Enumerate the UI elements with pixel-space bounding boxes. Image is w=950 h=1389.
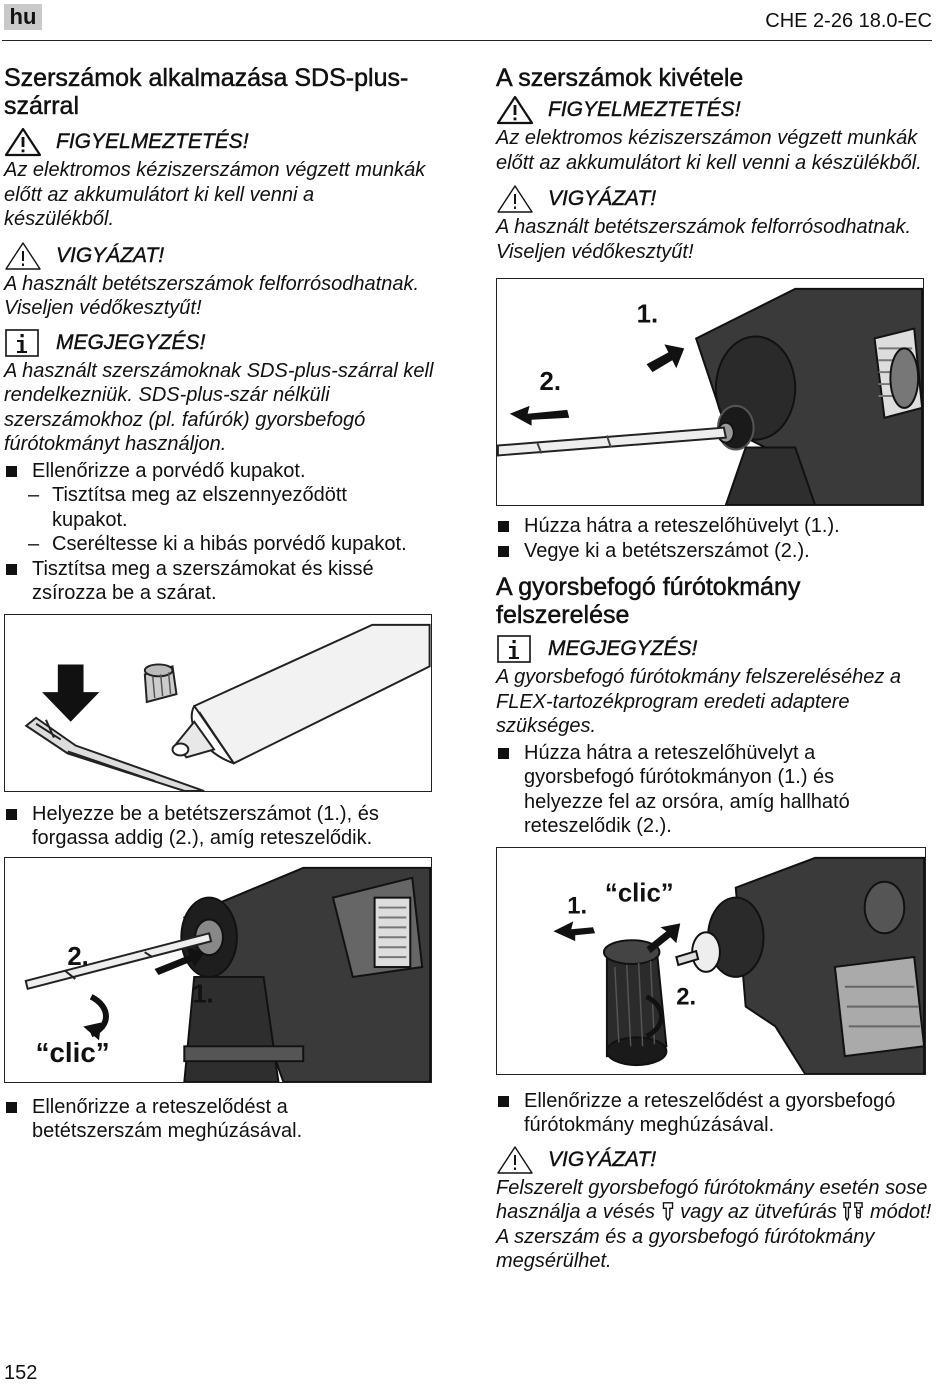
- fig-step-2-label: 2.: [676, 983, 696, 1010]
- fig-clic-label: “clic”: [605, 879, 674, 907]
- bullet-check-chuck: Ellenőrizze a reteszelődést a gyorsbefog…: [496, 1089, 926, 1138]
- info-icon: [5, 328, 39, 357]
- fig-step-2-label: 2.: [67, 943, 88, 971]
- section-title-sds: Szerszámok alkalmazása SDS-plus-szárral: [4, 64, 409, 121]
- header-rule: [2, 40, 932, 41]
- info-icon: [497, 635, 531, 663]
- caution-triangle-icon: [497, 185, 533, 213]
- caution-title: VIGYÁZAT!: [56, 243, 165, 267]
- left-column: Szerszámok alkalmazása SDS-plus-szárral …: [4, 64, 444, 1144]
- caution-text-part-c: módot! A szerszám és a gyorsbefogó fúrót…: [496, 1201, 932, 1272]
- warning-heading: FIGYELMEZTETÉS!: [4, 126, 444, 158]
- fig-step-1-label: 1.: [567, 892, 587, 919]
- figure-grease-tool: [4, 613, 432, 792]
- caution-title: VIGYÁZAT!: [548, 187, 657, 210]
- chisel-mode-icon: [662, 1202, 673, 1222]
- fig-step-1-label: 1.: [637, 301, 659, 329]
- section-title-chuck: A gyorsbefogó fúrótokmány felszerelése: [496, 573, 801, 630]
- figure-mount-chuck: 1. 2. “clic”: [496, 846, 926, 1075]
- dash-clean-cap: Tisztítsa meg az elszennyeződött kupakot…: [4, 483, 414, 532]
- right-column: A szerszámok kivétele FIGYELMEZTETÉS! Az…: [496, 64, 936, 1274]
- note-title: MEGJEGYZÉS!: [56, 330, 206, 354]
- bullet-pull-sleeve: Húzza hátra a reteszelőhüvelyt (1.).: [496, 514, 936, 539]
- fig-step-2-label: 2.: [540, 368, 562, 396]
- model-name: CHE 2-26 18.0-EC: [765, 10, 932, 32]
- bullet-check-lock: Ellenőrizze a reteszelődést a betétszers…: [4, 1095, 384, 1144]
- warning-triangle-icon: [4, 127, 42, 157]
- warning-text: Az elektromos kéziszerszámon végzett mun…: [496, 127, 922, 174]
- warning-title: FIGYELMEZTETÉS!: [548, 98, 741, 121]
- warning-title: FIGYELMEZTETÉS!: [56, 130, 249, 153]
- caution-heading-right: VIGYÁZAT!: [496, 183, 936, 215]
- note-text: A gyorsbefogó fúrótokmány felszereléséhe…: [496, 666, 902, 737]
- dash-replace-cap: Cseréltesse ki a hibás porvédő kupakot.: [4, 532, 444, 557]
- note-title: MEGJEGYZÉS!: [548, 637, 698, 660]
- page-number: 152: [4, 1362, 38, 1384]
- language-badge: hu: [4, 4, 42, 30]
- bullet-remove-tool: Vegye ki a betétszerszámot (2.).: [496, 539, 936, 564]
- caution-triangle-icon: [497, 1145, 533, 1174]
- hammer-drill-mode-icon: [843, 1202, 864, 1222]
- figure-insert-tool: 2. 1. “clic”: [4, 856, 432, 1083]
- caution-text: A használt betétszerszámok felforrósodha…: [496, 216, 912, 263]
- grease-illustration: [24, 623, 431, 791]
- caution-text: A használt betétszerszámok felforrósodha…: [4, 272, 420, 320]
- fig-step-1-label: 1.: [192, 980, 213, 1008]
- caution-triangle-icon: [5, 241, 41, 270]
- note-text: A használt szerszámoknak SDS-plus-szárra…: [4, 359, 434, 456]
- note-heading: MEGJEGYZÉS!: [4, 327, 444, 359]
- bullet-check-cap: Ellenőrizze a porvédő kupakot.: [4, 459, 444, 484]
- caution-text-part-b: vagy az ütvefúrás: [680, 1201, 837, 1223]
- caution-text-part-a: Felszerelt gyorsbefogó fúrótokmány eseté…: [496, 1176, 928, 1224]
- figure-remove-tool: 1. 2.: [496, 278, 924, 506]
- caution-heading-right-2: VIGYÁZAT!: [496, 1144, 936, 1176]
- bullet-clean-tools: Tisztítsa meg a szerszámokat és kissé zs…: [4, 557, 429, 606]
- warning-triangle-icon: [496, 95, 534, 125]
- bullet-insert-tool: Helyezze be a betétszerszámot (1.), és f…: [4, 802, 429, 851]
- note-heading-right: MEGJEGYZÉS!: [496, 633, 936, 665]
- caution-chuck-text: Felszerelt gyorsbefogó fúrótokmány eseté…: [496, 1176, 932, 1274]
- warning-text: Az elektromos kéziszerszámon végzett mun…: [4, 159, 426, 230]
- caution-heading: VIGYÁZAT!: [4, 240, 444, 272]
- fig-clic-label: “clic”: [36, 1037, 110, 1068]
- caution-title: VIGYÁZAT!: [548, 1147, 657, 1171]
- section-title-removal: A szerszámok kivétele: [496, 64, 744, 93]
- bullet-mount-chuck: Húzza hátra a reteszelőhüvelyt a gyorsbe…: [496, 741, 896, 839]
- warning-heading-right: FIGYELMEZTETÉS!: [496, 94, 936, 126]
